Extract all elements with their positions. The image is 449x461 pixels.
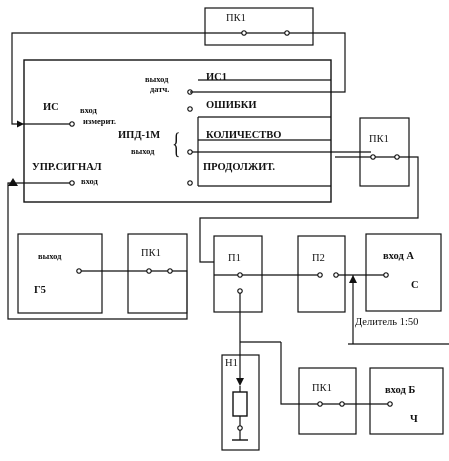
terminal-control-in [69, 180, 75, 186]
sensor-output-label-2: датч. [150, 84, 170, 94]
counter-b-letter: Ч [410, 414, 418, 425]
switch-bottom-frame [298, 367, 357, 435]
generator-output-terminal [76, 268, 82, 274]
device-output-label: выход [131, 146, 155, 156]
generator-frame [17, 233, 103, 314]
switch-gen-label: ПК1 [141, 248, 161, 259]
terminal-errors [187, 106, 193, 112]
duration-label: ПРОДОЛЖИТ. [203, 162, 275, 173]
arrow-control [8, 178, 18, 186]
terminal-measure-in [69, 121, 75, 127]
switch-bottom-label: ПК1 [312, 383, 332, 394]
divider-label: Делитель 1:50 [355, 317, 419, 328]
wire-branch-down [280, 342, 318, 405]
arrow-divider [349, 275, 357, 283]
counter-a-input-label: вход А [383, 251, 414, 262]
terminal-duration [187, 180, 193, 186]
measure-input-label-2: измерит. [83, 116, 117, 126]
is1-label: ИС1 [206, 72, 227, 83]
switch-top-label: ПК1 [226, 13, 246, 24]
p1-frame [213, 235, 263, 313]
h1-resistor [232, 391, 248, 417]
switch-top-frame [204, 7, 314, 46]
generator-output-label: выход [38, 251, 62, 261]
wire-right-down [199, 156, 419, 263]
device-name-label: ИПД-1М [118, 130, 161, 141]
control-signal-label: УПР.СИГНАЛ [32, 162, 102, 173]
h1-frame [221, 354, 260, 451]
generator-name-label: Г5 [34, 285, 46, 296]
switch-gen-frame [127, 233, 188, 314]
p2-label: П2 [312, 253, 325, 264]
control-input-label: вход [81, 176, 98, 186]
counter-a-letter: С [411, 280, 419, 291]
arrow-measure [17, 120, 24, 128]
bracket-icon: { [172, 127, 181, 160]
counter-a-frame [365, 233, 442, 312]
terminal-count [187, 149, 193, 155]
main-block-frame [23, 59, 332, 203]
h1-label: Н1 [225, 358, 238, 369]
errors-label: ОШИБКИ [206, 100, 257, 111]
sensor-output-label-1: выход [145, 74, 169, 84]
arrow-h1 [236, 378, 244, 386]
wire-top-loop [190, 32, 346, 93]
counter-b-frame [369, 367, 444, 435]
p2-frame [297, 235, 346, 313]
p1-label: П1 [228, 253, 241, 264]
count-label: КОЛИЧЕСТВО [206, 130, 282, 141]
is-label: ИС [43, 102, 59, 113]
measure-input-label-1: вход [80, 105, 97, 115]
switch-right-label: ПК1 [369, 134, 389, 145]
counter-b-input-label: вход Б [385, 385, 416, 396]
